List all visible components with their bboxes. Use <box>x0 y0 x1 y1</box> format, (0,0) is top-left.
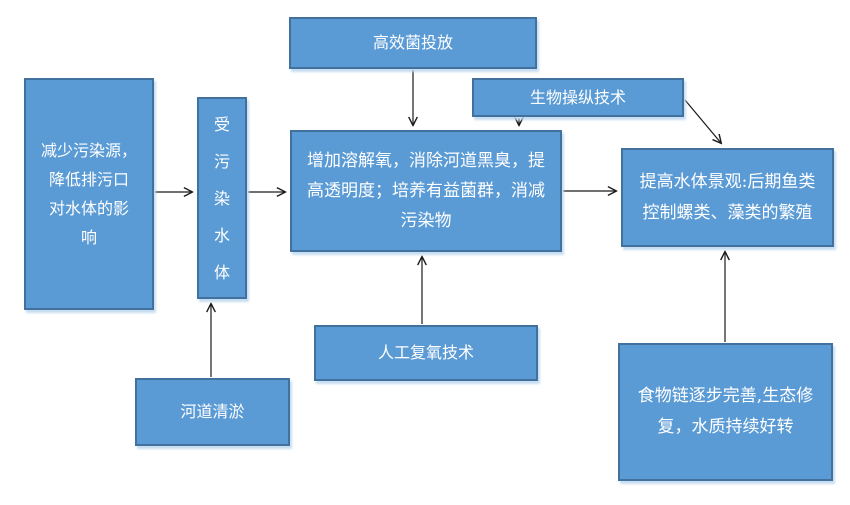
arrow-bio-manipulation-to-water-landscape <box>684 99 721 143</box>
node-label-improve-water: 增加溶解氧，消除河道黑臭，提 高透明度；培养有益菌群，消减 污染物 <box>307 151 545 231</box>
node-label-water-landscape: 提高水体景观:后期鱼类 控制螺类、藻类的繁殖 <box>639 171 816 223</box>
node-label-bio-manipulation: 生物操纵技术 <box>529 87 626 107</box>
flowchart-node-improve-water: 增加溶解氧，消除河道黑臭，提 高透明度；培养有益菌群，消减 污染物 <box>290 130 562 252</box>
flowchart-node-reduce-pollution: 减少污染源， 降低排污口 对水体的影 响 <box>24 78 154 310</box>
flowchart-node-bio-manipulation: 生物操纵技术 <box>472 78 684 117</box>
flowchart-node-bacteria-dosing: 高效菌投放 <box>289 17 537 69</box>
node-label-river-dredging: 河道清淤 <box>180 402 245 421</box>
flowchart-node-polluted-water: 受 污 染 水 体 <box>197 97 247 299</box>
node-label-bacteria-dosing: 高效菌投放 <box>372 33 453 52</box>
flowchart-node-water-landscape: 提高水体景观:后期鱼类 控制螺类、藻类的繁殖 <box>621 148 834 247</box>
node-label-food-chain: 食物链逐步完善,生态修 复，水质持续好转 <box>637 386 814 437</box>
flowchart-node-river-dredging: 河道清淤 <box>135 378 290 446</box>
node-label-polluted-water: 受 污 染 水 体 <box>213 114 230 282</box>
flowchart-node-food-chain: 食物链逐步完善,生态修 复，水质持续好转 <box>618 343 833 481</box>
node-label-reoxygenation: 人工复氧技术 <box>377 343 474 362</box>
node-label-reduce-pollution: 减少污染源， 降低排污口 对水体的影 响 <box>40 141 137 247</box>
flowchart-node-reoxygenation: 人工复氧技术 <box>314 325 538 381</box>
